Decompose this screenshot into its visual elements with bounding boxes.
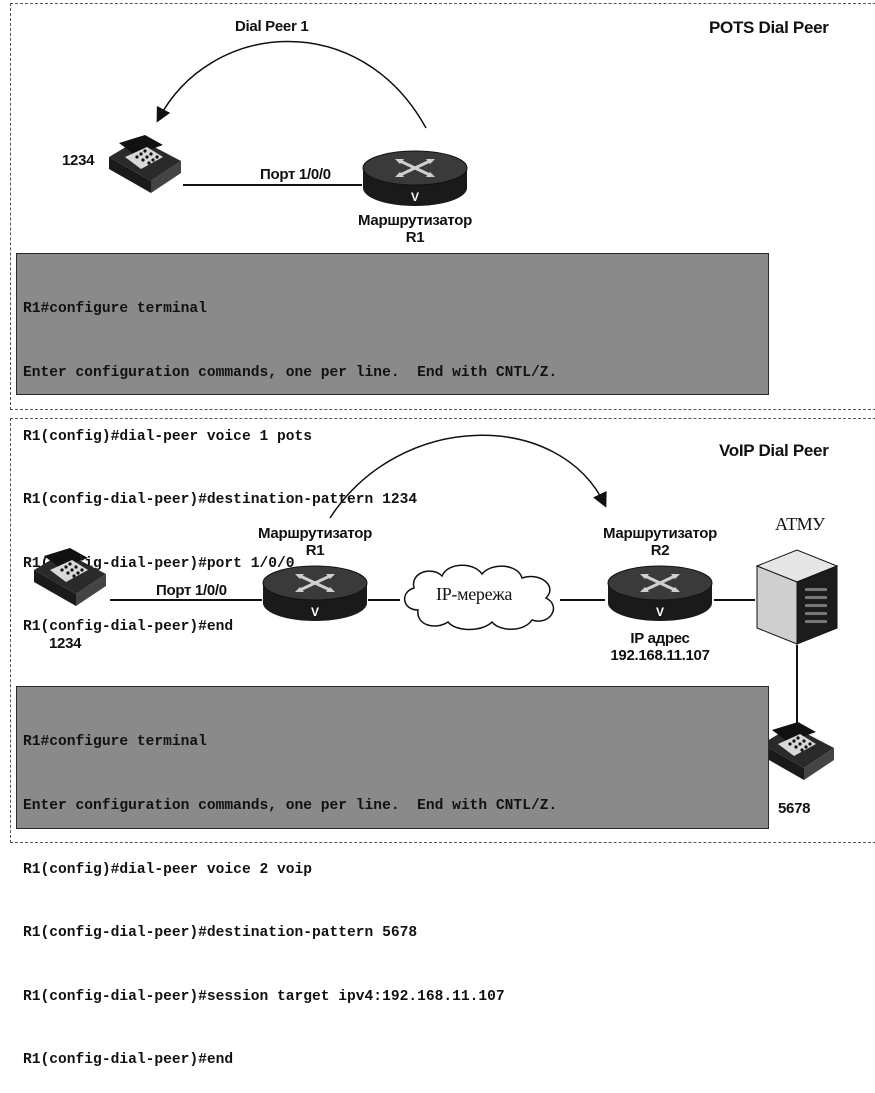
voip-port-label: Порт 1/0/0 [156,582,227,599]
terminal-line: R1(config)#dial-peer voice 1 pots [23,428,313,445]
router-badge: V [411,190,419,204]
terminal-line: R1(config-dial-peer)#destination-pattern… [23,925,418,942]
voip-r2-label: Маршрутизатор R2 [590,525,730,559]
connection-lines [110,40,798,725]
router-name: R2 [650,542,670,559]
pots-panel-title: POTS Dial Peer [709,18,829,37]
router-type: Маршрутизатор [603,525,717,542]
r2-ip-address: IP адрес 192.168.11.107 [585,630,735,664]
dial-peer-1-arrow [156,40,427,129]
terminal-line: Enter configuration commands, one per li… [23,798,558,815]
voip-r1-label: Маршрутизатор R1 [245,525,385,559]
voip-panel-title: VoIP Dial Peer [719,441,829,460]
router-type: Маршрутизатор [258,525,372,542]
pots-router-label: Маршрутизатор R1 [350,212,480,246]
telephone-icon [105,135,187,197]
dial-peer-1-label: Dial Peer 1 [235,18,309,35]
router-icon: V [262,565,368,623]
ip-address-value: 192.168.11.107 [610,647,710,664]
pots-phone-number: 1234 [62,152,95,169]
voip-terminal: R1#configure terminal Enter configuratio… [16,686,769,1068]
terminal-line: R1(config)#dial-peer voice 2 voip [23,861,313,878]
pots-panel [10,3,875,410]
ip-network-cloud-icon [396,560,564,632]
terminal-line: R1(config-dial-peer)#end [23,1052,234,1069]
router-badge: V [656,605,664,619]
terminal-line: R1#configure terminal [23,301,207,318]
ip-address-label: IP адрес [630,630,690,647]
terminal-line: R1(config-dial-peer)#destination-pattern… [23,492,418,509]
pots-port-label: Порт 1/0/0 [260,166,331,183]
router-badge: V [311,605,319,619]
pots-terminal: R1#configure terminal Enter configuratio… [16,253,769,635]
terminal-line: Enter configuration commands, one per li… [23,365,558,382]
voip-left-phone-number: 1234 [49,635,82,652]
voip-dial-peer-arrow [329,434,607,519]
router-icon: V [362,150,468,208]
terminal-line: R1(config-dial-peer)#session target ipv4… [23,988,505,1005]
ip-network-label: IP-мережа [436,584,513,604]
router-icon: V [607,565,713,623]
terminal-line: R1#configure terminal [23,734,207,751]
pbx-label: АТМУ [775,514,825,534]
telephone-icon [30,548,112,610]
telephone-icon [758,722,840,784]
pbx-server-icon [753,548,841,646]
voip-right-phone-number: 5678 [778,800,811,817]
terminal-line: R1(config-dial-peer)#end [23,619,234,636]
router-type: Маршрутизатор [358,212,472,229]
router-name: R1 [305,542,325,559]
router-name: R1 [405,229,425,246]
